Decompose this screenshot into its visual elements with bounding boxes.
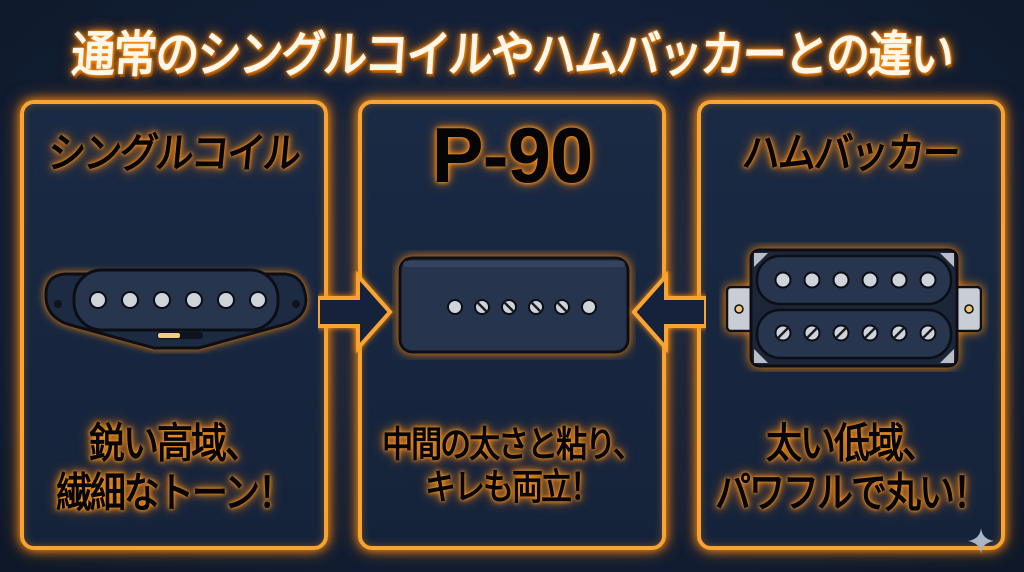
desc-line-2: 繊細なトーン！ bbox=[55, 470, 294, 518]
panel-heading: P-90 bbox=[431, 111, 594, 199]
desc-line-1: 中間の太さと粘り、 bbox=[382, 424, 644, 466]
panel-single-coil: シングルコイル 鋭い高域、 繊細なトーン！ bbox=[20, 100, 328, 550]
p90-pickup-icon bbox=[398, 256, 630, 354]
page-title: 通常のシングルコイルやハムバッカーとの違い bbox=[69, 26, 954, 84]
desc-line-1: 太い低域、 bbox=[765, 420, 938, 468]
humbucker-pickup-icon bbox=[725, 248, 983, 368]
panel-p90: P-90 中間の太さと粘り、 キレも両立！ bbox=[358, 100, 666, 550]
desc-line-1: 鋭い高域、 bbox=[88, 420, 261, 468]
arrow-right-icon bbox=[318, 270, 393, 354]
desc-line-2: キレも両立！ bbox=[425, 467, 601, 509]
sparkle-icon bbox=[968, 528, 994, 554]
panel-description: 中間の太さと粘り、 キレも両立！ bbox=[362, 424, 662, 510]
arrow-left-icon bbox=[631, 270, 706, 354]
panel-heading: シングルコイル bbox=[45, 129, 302, 178]
panel-humbucker: ハムバッカー bbox=[697, 100, 1005, 550]
single-coil-pickup-icon bbox=[44, 268, 308, 350]
panel-description: 鋭い高域、 繊細なトーン！ bbox=[24, 420, 324, 519]
desc-line-2: パワフルで丸い！ bbox=[714, 470, 989, 518]
panel-description: 太い低域、 パワフルで丸い！ bbox=[701, 420, 1001, 519]
panel-heading: ハムバッカー bbox=[740, 129, 961, 178]
